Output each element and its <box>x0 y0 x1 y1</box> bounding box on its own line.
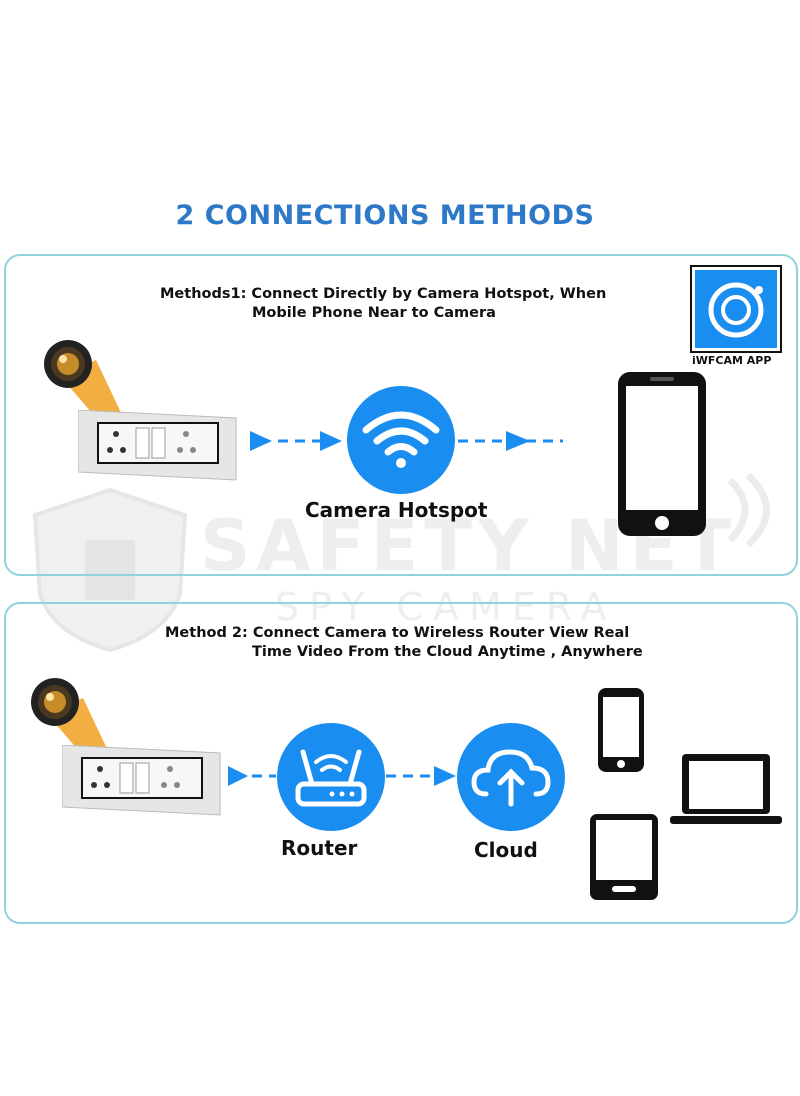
tablet-icon <box>590 814 658 900</box>
arrow-right-icon <box>386 766 456 786</box>
method2-line1: Method 2: Connect Camera to Wireless Rou… <box>165 625 630 641</box>
method1-line1: Methods1: Connect Directly by Camera Hot… <box>160 286 607 302</box>
router-icon <box>277 723 385 831</box>
app-logo-icon <box>695 270 777 348</box>
app-label: iWFCAM APP <box>692 354 772 367</box>
cloud-label: Cloud <box>474 838 538 862</box>
arrow-right-icon <box>250 431 342 451</box>
camera-hotspot-label: Camera Hotspot <box>305 498 488 522</box>
smartphone-icon <box>618 372 706 536</box>
arrow-right-icon <box>228 766 276 786</box>
app-logo <box>690 265 782 353</box>
method1-panel <box>4 254 798 576</box>
page-title: 2 CONNECTIONS METHODS <box>175 200 595 231</box>
method2-line2: Time Video From the Cloud Anytime , Anyw… <box>252 644 643 660</box>
cloud-upload-icon <box>457 723 565 831</box>
wall-switch-icon <box>78 410 237 481</box>
router-label: Router <box>281 836 358 860</box>
laptop-icon <box>670 754 782 824</box>
method1-line2: Mobile Phone Near to Camera <box>252 305 496 321</box>
arrow-right-icon <box>458 431 563 451</box>
wifi-icon <box>347 386 455 494</box>
wall-switch-icon <box>62 745 221 816</box>
smartphone-icon <box>598 688 644 772</box>
method2-panel <box>4 602 798 924</box>
